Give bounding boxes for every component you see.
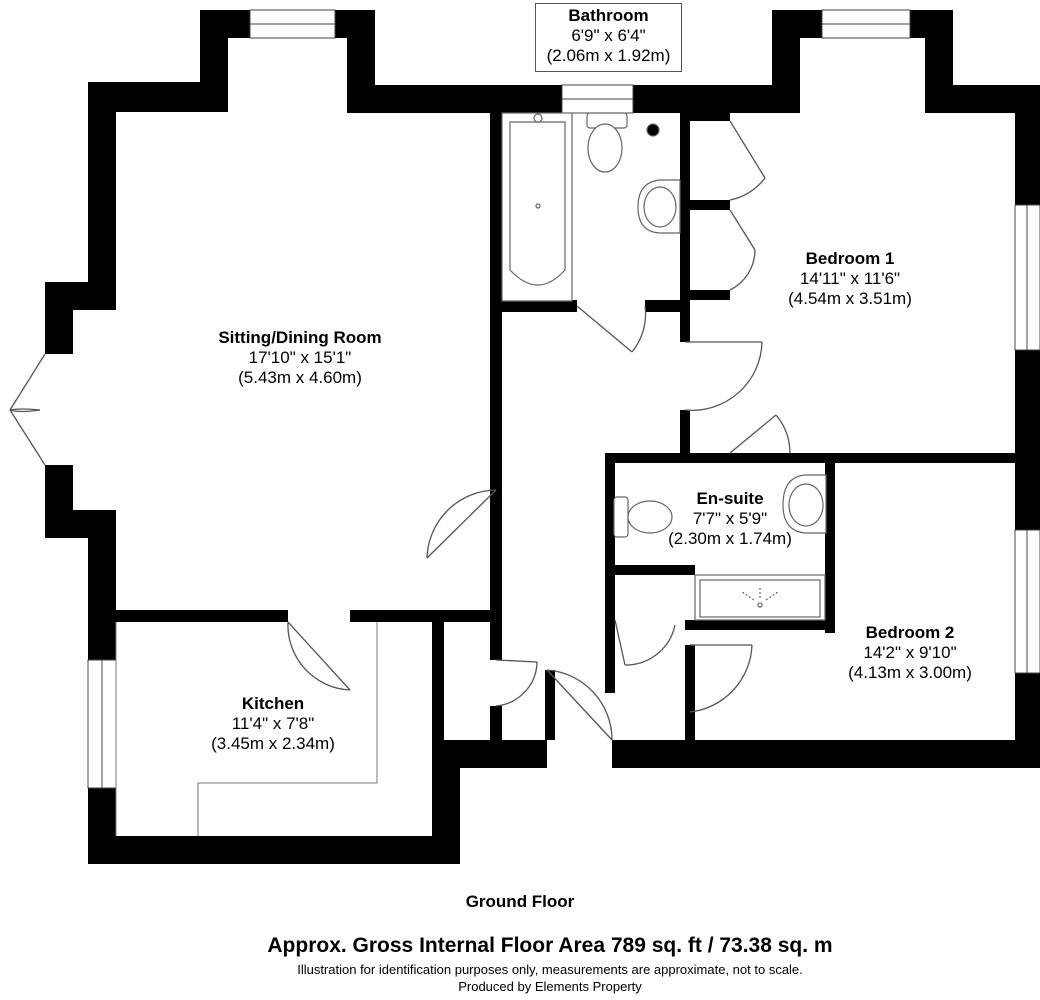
bedroom2-name: Bedroom 2	[865, 623, 955, 642]
floor-name: Ground Floor	[465, 892, 575, 911]
bedroom2-metric: (4.13m x 3.00m)	[848, 663, 972, 683]
bedroom1-imperial: 14'11" x 11'6"	[799, 269, 901, 289]
fixtures	[501, 112, 827, 621]
bathroom-label: Bathroom 6'9" x 6'4" (2.06m x 1.92m)	[535, 6, 682, 66]
kitchen-metric: (3.45m x 2.34m)	[211, 734, 335, 754]
bedroom1-name: Bedroom 1	[805, 249, 895, 268]
doors	[9, 120, 791, 741]
windows	[87, 9, 1040, 789]
bathroom-name: Bathroom	[568, 6, 649, 25]
interior-walls	[116, 113, 1015, 740]
bathroom-imperial: 6'9" x 6'4"	[571, 26, 646, 46]
ensuite-imperial: 7'7" x 5'9"	[692, 509, 768, 529]
bedroom2-imperial: 14'2" x 9'10"	[863, 643, 957, 663]
kitchen-name: Kitchen	[241, 694, 305, 713]
sitting-room-imperial: 17'10" x 15'1"	[248, 348, 352, 368]
bathroom-metric: (2.06m x 1.92m)	[546, 46, 671, 66]
kitchen-counter	[115, 622, 378, 836]
ensuite-name: En-suite	[696, 489, 764, 508]
sitting-room-metric: (5.43m x 4.60m)	[238, 368, 362, 388]
sitting-room-name: Sitting/Dining Room	[218, 328, 382, 347]
credit-text: Produced by Elements Property	[458, 979, 642, 994]
ensuite-metric: (2.30m x 1.74m)	[668, 529, 792, 549]
bathroom-label-box	[535, 3, 682, 72]
kitchen-imperial: 11'4" x 7'8"	[231, 714, 315, 734]
ensuite-label: En-suite 7'7" x 5'9" (2.30m x 1.74m)	[650, 489, 810, 549]
disclaimer-text: Illustration for identification purposes…	[297, 962, 803, 977]
bedroom2-label: Bedroom 2 14'2" x 9'10" (4.13m x 3.00m)	[830, 623, 990, 683]
bedroom1-label: Bedroom 1 14'11" x 11'6" (4.54m x 3.51m)	[770, 249, 930, 309]
bedroom1-metric: (4.54m x 3.51m)	[788, 289, 912, 309]
kitchen-label: Kitchen 11'4" x 7'8" (3.45m x 2.34m)	[193, 694, 353, 754]
sitting-room-label: Sitting/Dining Room 17'10" x 15'1" (5.43…	[180, 328, 420, 388]
exterior-walls	[45, 10, 1040, 864]
floor-area: Approx. Gross Internal Floor Area 789 sq…	[267, 934, 833, 957]
